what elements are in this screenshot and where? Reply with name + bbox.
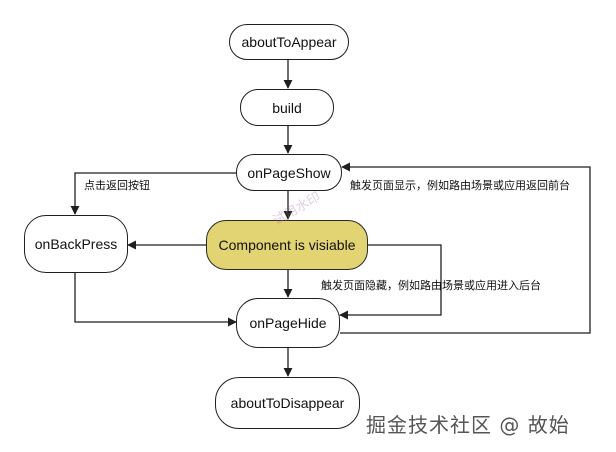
- label-trigger-show: 触发页面显示，例如路由场景或应用返回前台: [350, 179, 570, 192]
- node-build: build: [240, 89, 334, 126]
- watermark: 掘金技术社区 @ 故始: [366, 413, 570, 437]
- node-on-back-press: onBackPress: [24, 215, 128, 273]
- node-about-to-disappear: aboutToDisappear: [215, 377, 360, 429]
- edge-hide-to-show-return: [340, 162, 591, 334]
- node-component-visible: Component is visiable: [206, 220, 368, 270]
- node-on-page-hide: onPageHide: [236, 298, 340, 348]
- edge-show-to-backpress: [70, 172, 236, 215]
- node-on-page-show: onPageShow: [236, 154, 342, 191]
- edge-component-to-hide-right: [339, 244, 442, 320]
- label-click-back: 点击返回按钮: [84, 179, 150, 192]
- edge-backpress-to-hide: [74, 273, 237, 327]
- label-trigger-hide: 触发页面隐藏，例如路由场景或应用进入后台: [321, 279, 541, 292]
- node-about-to-appear: aboutToAppear: [229, 24, 349, 60]
